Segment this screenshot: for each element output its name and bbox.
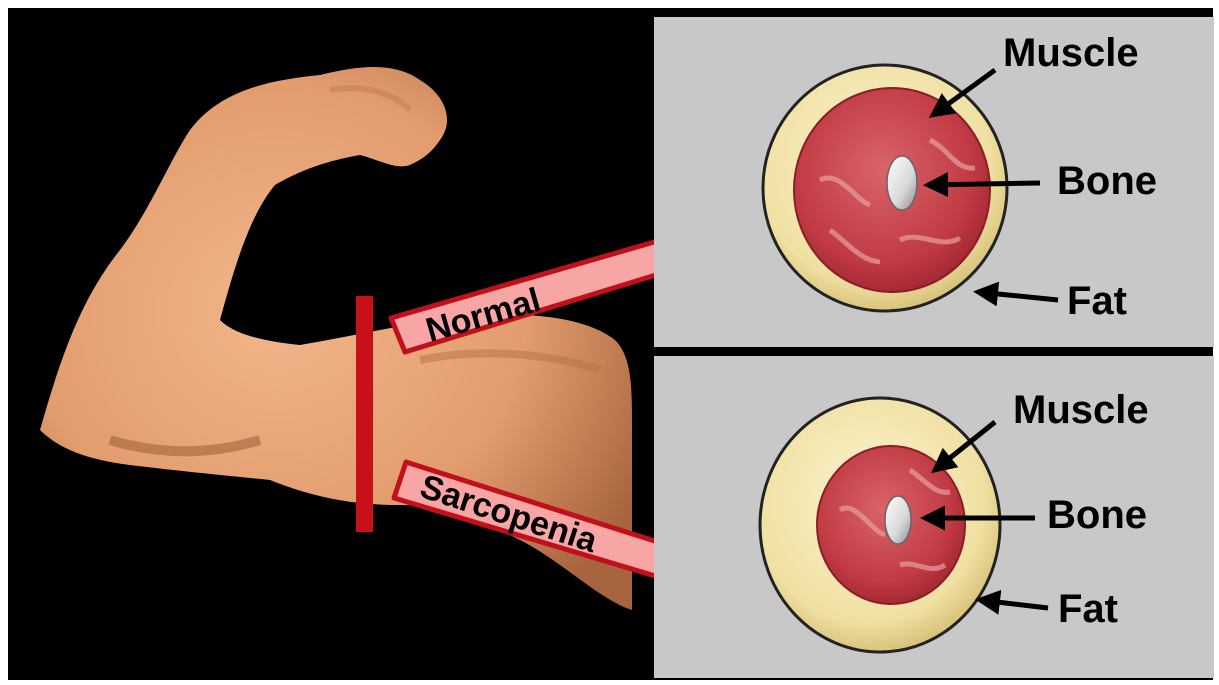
muscle-label: Muscle xyxy=(1013,388,1149,432)
bone-label: Bone xyxy=(1047,493,1147,537)
cross-section-cut-line xyxy=(356,296,373,532)
normal-cross-section-panel: Muscle Bone Fat xyxy=(654,17,1214,347)
bone xyxy=(887,156,917,210)
bone xyxy=(885,496,911,544)
sarcopenia-cross-section-panel: Muscle Bone Fat xyxy=(654,356,1214,678)
fat-label: Fat xyxy=(1067,279,1127,323)
muscle-label: Muscle xyxy=(1003,31,1139,75)
fat-label: Fat xyxy=(1058,587,1118,631)
bone-label: Bone xyxy=(1057,159,1157,203)
